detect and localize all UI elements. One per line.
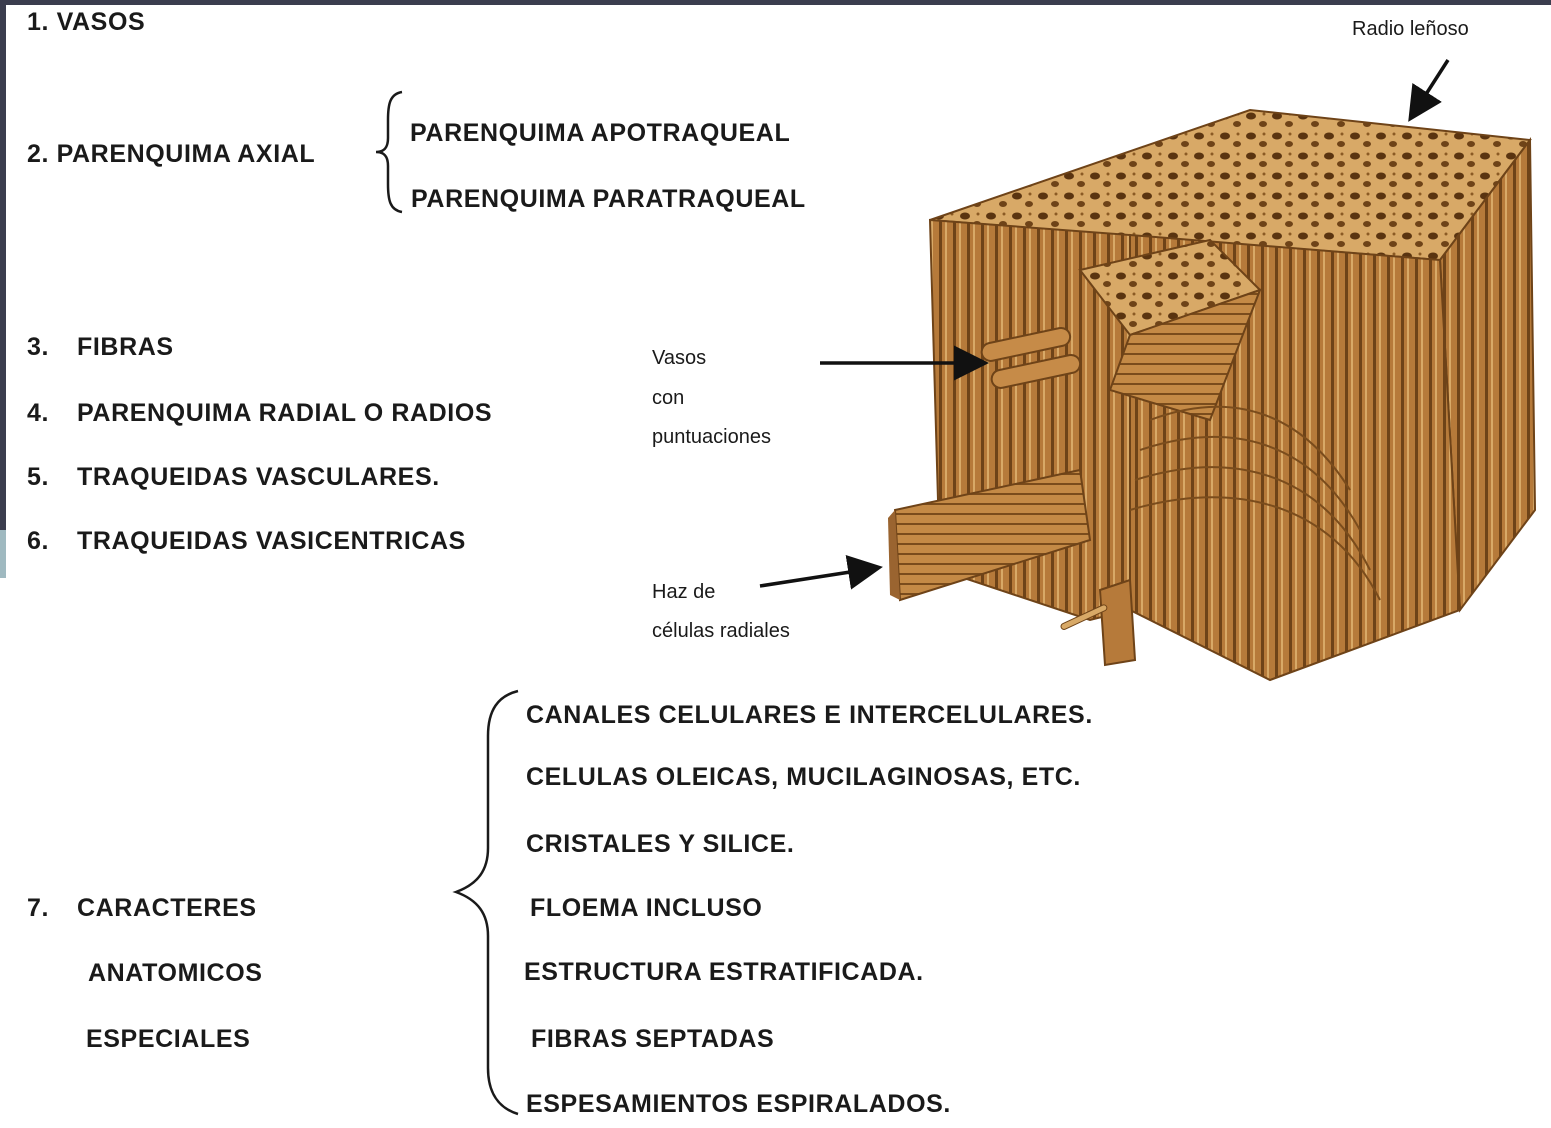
parenquima-apotraqueal: PARENQUIMA APOTRAQUEAL <box>410 119 791 147</box>
label-vasos-line1: Vasos <box>652 347 707 369</box>
wood-block-illustration <box>888 108 1537 682</box>
label-vasos-line2: con <box>652 387 685 409</box>
item-caracteres-number: 7. <box>27 894 50 922</box>
caracter-cristales: CRISTALES Y SILICE. <box>526 830 795 858</box>
arrow-haz-radiales <box>759 555 883 590</box>
caracter-canales: CANALES CELULARES E INTERCELULARES. <box>526 701 1093 729</box>
caracter-fibras-septadas: FIBRAS SEPTADAS <box>531 1025 775 1053</box>
item-fibras: FIBRAS <box>77 333 174 361</box>
item-parenquima-axial: 2. PARENQUIMA AXIAL <box>27 140 316 168</box>
slide-frame-top <box>0 0 1551 5</box>
item-traqueidas-vasculares-number: 5. <box>27 463 50 491</box>
item-parenquima-radial: PARENQUIMA RADIAL O RADIOS <box>77 399 493 427</box>
parenquima-paratraqueal: PARENQUIMA PARATRAQUEAL <box>411 185 806 213</box>
slide-frame-left <box>0 0 6 530</box>
caracter-celulas-oleicas: CELULAS OLEICAS, MUCILAGINOSAS, ETC. <box>526 763 1081 791</box>
item-caracteres-line2: ANATOMICOS <box>88 959 263 987</box>
caracter-espesamientos-espiralados: ESPESAMIENTOS ESPIRALADOS. <box>526 1090 951 1118</box>
item-traqueidas-vasculares: TRAQUEIDAS VASCULARES. <box>77 463 440 491</box>
item-vasos: 1. VASOS <box>27 8 146 36</box>
caracter-estructura-estratificada: ESTRUCTURA ESTRATIFICADA. <box>524 958 924 986</box>
brace-parenquima-axial <box>375 90 403 214</box>
label-haz-line1: Haz de <box>652 581 716 603</box>
item-caracteres-line1: CARACTERES <box>77 894 257 922</box>
label-radio-lenoso: Radio leñoso <box>1352 18 1469 40</box>
item-caracteres-line3: ESPECIALES <box>86 1025 251 1053</box>
item-parenquima-radial-number: 4. <box>27 399 50 427</box>
label-haz-line2: células radiales <box>652 620 790 642</box>
item-traqueidas-vasicentricas: TRAQUEIDAS VASICENTRICAS <box>77 527 466 555</box>
item-fibras-number: 3. <box>27 333 50 361</box>
slide-frame-accent <box>0 530 6 578</box>
item-traqueidas-vasicentricas-number: 6. <box>27 527 50 555</box>
caracter-floema-incluso: FLOEMA INCLUSO <box>530 894 763 922</box>
label-vasos-line3: puntuaciones <box>652 426 771 448</box>
arrow-radio-lenoso <box>1408 59 1450 122</box>
vessel-tubes <box>980 326 1082 389</box>
brace-caracteres-especiales <box>452 689 519 1116</box>
